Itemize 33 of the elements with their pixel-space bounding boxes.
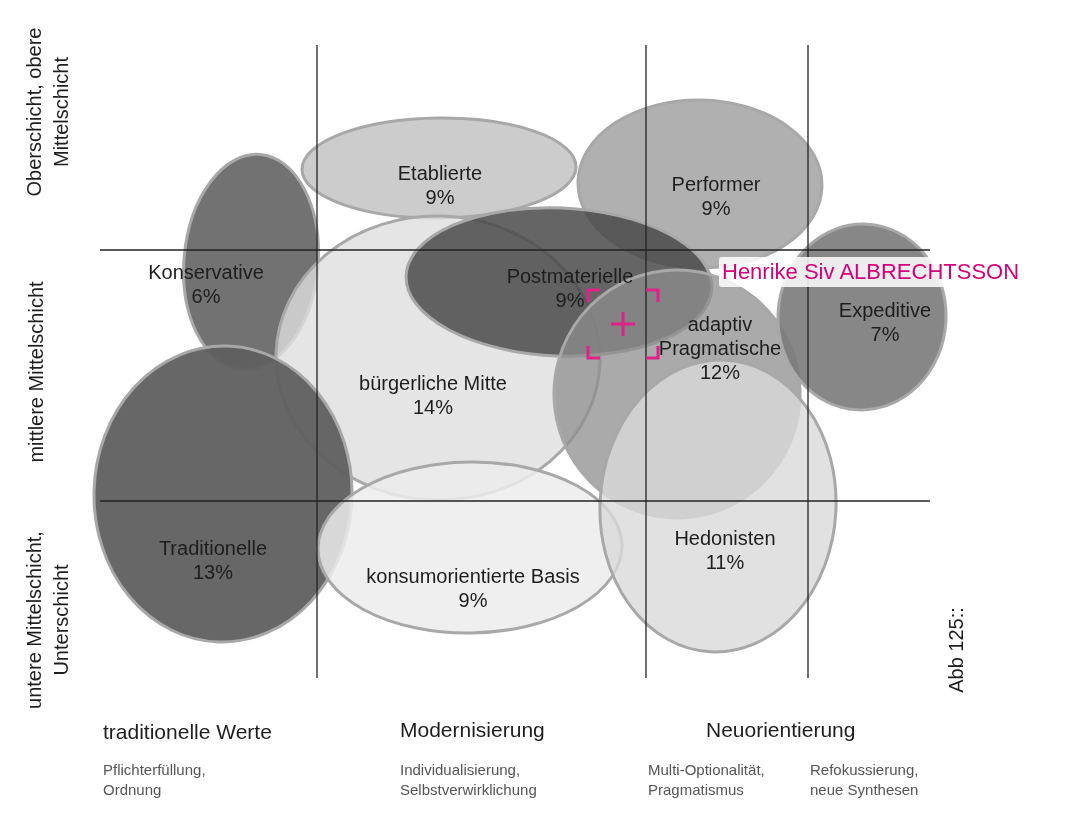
milieu-name: Performer	[671, 172, 761, 196]
milieu-name: Expeditive	[838, 298, 932, 322]
axis-label: Pflichterfüllung, Ordnung	[103, 760, 207, 801]
axis-label: Multi-Optionalität, Pragmatismus	[648, 760, 766, 801]
axis-label: Neuorientierung	[706, 717, 857, 743]
percentage-label: 9%	[701, 196, 731, 220]
milieu-name: Traditionelle	[158, 536, 268, 560]
percentage-label: 9%	[458, 588, 488, 612]
percentage-label: 6%	[191, 284, 221, 308]
milieu-name: adaptiv Pragmatische	[657, 312, 783, 360]
milieu-name: bürgerliche Mitte	[359, 371, 507, 395]
axis-label: Modernisierung	[400, 717, 546, 743]
percentage-label: 9%	[425, 185, 455, 209]
percentage-label: 13%	[193, 560, 233, 584]
milieu-name: Hedonisten	[674, 526, 776, 550]
axis-label: traditionelle Werte	[103, 719, 273, 745]
percentage-label: 7%	[870, 322, 900, 346]
milieu-area	[300, 116, 578, 220]
milieu-name: Etablierte	[397, 161, 483, 185]
percentage-label: 12%	[700, 360, 740, 384]
figure-number: Abb 125::	[943, 606, 968, 695]
percentage-label: 9%	[555, 288, 585, 312]
axis-label: Oberschicht, obere Mittelschicht	[22, 26, 73, 199]
axis-label: Individualisierung, Selbstverwirklichung	[400, 760, 538, 801]
milieu-area	[598, 358, 838, 654]
percentage-label: 14%	[413, 395, 453, 419]
milieu-area	[92, 344, 354, 644]
axis-label: mittlere Mittelschicht	[23, 280, 48, 465]
axis-label: Refokussierung, neue Synthesen	[810, 760, 920, 801]
axis-label: untere Mittelschicht, Unterschicht	[22, 530, 73, 711]
milieu-name: Postmaterielle	[506, 264, 634, 288]
percentage-label: 11%	[705, 550, 745, 574]
milieu-name: konsumorientierte Basis	[366, 564, 580, 588]
